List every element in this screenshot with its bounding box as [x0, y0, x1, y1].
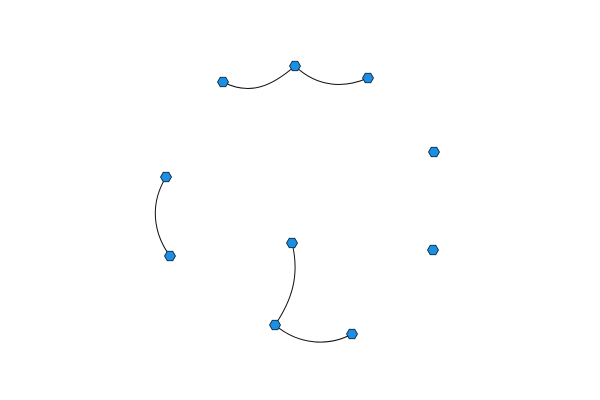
node-hexagon-d — [160, 171, 172, 183]
node-hexagon-g — [269, 319, 281, 331]
node-hexagon-c — [362, 72, 374, 84]
node-hexagon-e — [164, 250, 176, 262]
edge-a-b — [222, 65, 296, 89]
nodes-layer — [160, 60, 440, 340]
node-hexagon-j — [427, 244, 439, 256]
edges-layer — [154, 65, 369, 343]
edge-d-e — [154, 176, 171, 257]
node-hexagon-i — [428, 146, 440, 158]
edge-f-g — [274, 242, 296, 326]
edge-g-h — [274, 324, 353, 343]
node-hexagon-b — [289, 60, 301, 72]
node-hexagon-f — [286, 237, 298, 249]
edge-b-c — [294, 65, 369, 85]
node-hexagon-h — [346, 328, 358, 340]
node-hexagon-a — [217, 76, 229, 88]
